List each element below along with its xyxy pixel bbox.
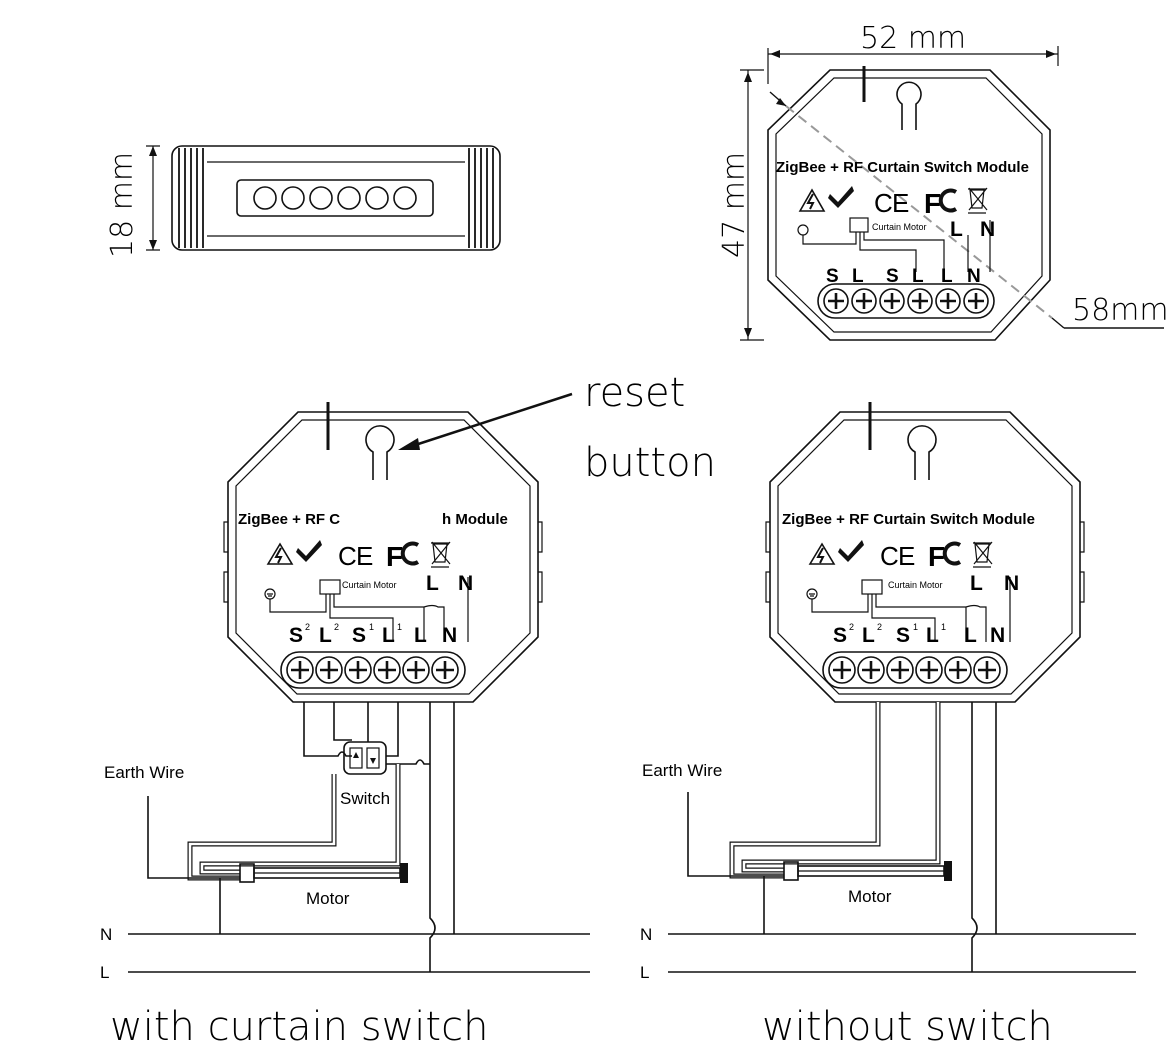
module-without-switch bbox=[764, 400, 1086, 704]
side-view bbox=[146, 145, 501, 251]
svg-text:L: L bbox=[941, 266, 953, 287]
svg-text:2: 2 bbox=[334, 622, 339, 632]
input-l-right: L bbox=[970, 572, 983, 595]
input-n-small: N bbox=[980, 218, 995, 241]
module-with-switch bbox=[222, 400, 544, 704]
top-view-module: C E F bbox=[740, 46, 1164, 341]
svg-text:N: N bbox=[967, 266, 981, 287]
svg-text:N: N bbox=[442, 624, 457, 647]
width-dimension-label: 52 mm bbox=[860, 21, 966, 56]
neutral-label-right: N bbox=[640, 925, 652, 944]
module-title-small: ZigBee + RF Curtain Switch Module bbox=[776, 159, 1029, 176]
earth-wire-label-right: Earth Wire bbox=[642, 761, 722, 780]
reset-callout-line2: button bbox=[584, 440, 716, 486]
svg-text:1: 1 bbox=[397, 622, 402, 632]
svg-text:E: E bbox=[892, 188, 909, 218]
live-label-left: L bbox=[100, 963, 109, 982]
input-l-left: L bbox=[426, 572, 439, 595]
module-title-right: ZigBee + RF Curtain Switch Module bbox=[782, 511, 1035, 528]
svg-text:1: 1 bbox=[941, 622, 946, 632]
terminal-labels-right: S L S L L N bbox=[833, 624, 1005, 647]
caption-with-switch: with curtain switch bbox=[110, 1004, 488, 1050]
motor-label-right: Motor bbox=[848, 887, 892, 906]
svg-text:1: 1 bbox=[369, 622, 374, 632]
input-l-small: L bbox=[950, 218, 963, 241]
svg-text:1: 1 bbox=[913, 622, 918, 632]
module-title-left-b: h Module bbox=[442, 511, 508, 528]
motor-label-left: Motor bbox=[306, 889, 350, 908]
terminal-labels-left: S L S L L N bbox=[289, 624, 457, 647]
terminal-superscripts-left: 2 2 1 1 bbox=[305, 622, 402, 632]
svg-text:L: L bbox=[862, 624, 875, 647]
svg-text:S: S bbox=[833, 624, 847, 647]
terminal-labels-small: S L S L L N bbox=[826, 266, 981, 287]
svg-text:S: S bbox=[352, 624, 366, 647]
svg-text:S: S bbox=[896, 624, 910, 647]
height-dimension-label: 18 mm bbox=[105, 152, 140, 258]
caption-without-switch: without switch bbox=[762, 1004, 1053, 1050]
curtain-motor-label-left: Curtain Motor bbox=[342, 580, 397, 590]
svg-text:F: F bbox=[924, 188, 941, 219]
svg-text:2: 2 bbox=[877, 622, 882, 632]
reset-callout-line1: reset bbox=[584, 370, 685, 416]
svg-text:L: L bbox=[319, 624, 332, 647]
module-title-left-a: ZigBee + RF C bbox=[238, 511, 340, 528]
svg-text:L: L bbox=[912, 266, 924, 287]
diagonal-dimension-label: 58mm bbox=[1072, 293, 1169, 328]
input-n-right: N bbox=[1004, 572, 1019, 595]
svg-text:S: S bbox=[826, 266, 839, 287]
svg-text:L: L bbox=[964, 624, 977, 647]
wiring-left bbox=[147, 702, 455, 972]
curtain-motor-label-right: Curtain Motor bbox=[888, 580, 943, 590]
svg-text:L: L bbox=[382, 624, 395, 647]
terminal-superscripts-right: 2 2 1 1 bbox=[849, 622, 946, 632]
svg-text:S: S bbox=[886, 266, 899, 287]
curtain-motor-label-small: Curtain Motor bbox=[872, 222, 927, 232]
input-n-left: N bbox=[458, 572, 473, 595]
svg-text:L: L bbox=[414, 624, 427, 647]
svg-text:S: S bbox=[289, 624, 303, 647]
svg-text:2: 2 bbox=[849, 622, 854, 632]
earth-wire-label-left: Earth Wire bbox=[104, 763, 184, 782]
neutral-label-left: N bbox=[100, 925, 112, 944]
svg-text:N: N bbox=[990, 624, 1005, 647]
wiring-right bbox=[687, 702, 997, 972]
switch-label: Switch bbox=[340, 789, 390, 808]
svg-text:L: L bbox=[852, 266, 864, 287]
svg-text:C: C bbox=[874, 188, 893, 218]
live-label-right: L bbox=[640, 963, 649, 982]
depth-dimension-label: 47 mm bbox=[717, 152, 752, 258]
svg-text:L: L bbox=[926, 624, 939, 647]
svg-text:2: 2 bbox=[305, 622, 310, 632]
